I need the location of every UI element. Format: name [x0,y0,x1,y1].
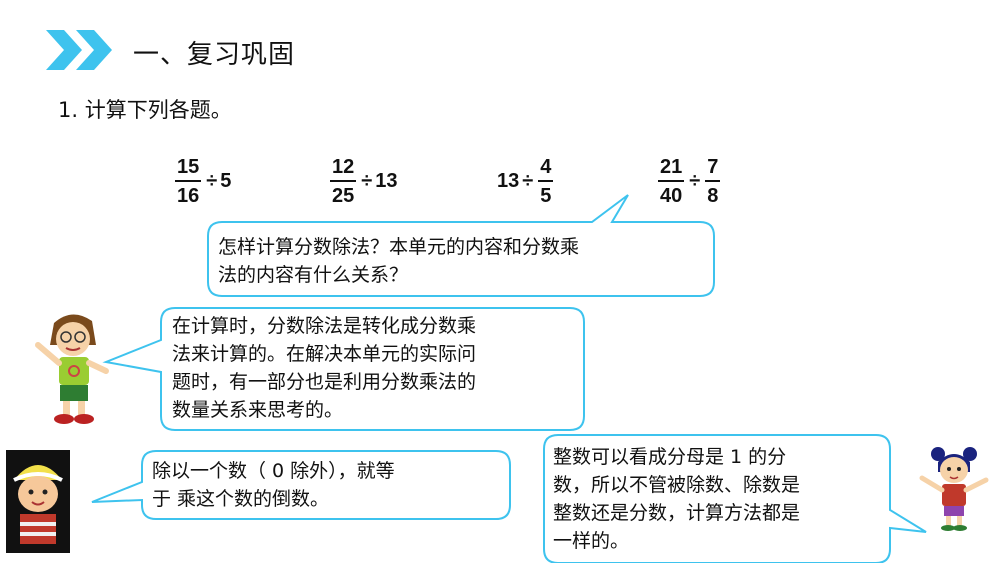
boy-bubble-text: 除以一个数（ 0 除外），就等 于 乘这个数的倒数。 [152,457,395,513]
question-bubble-shape [207,194,715,297]
right-bubble-text: 整数可以看成分母是 1 的分 数，所以不管被除数、除数是 整数还是分数，计算方法… [553,443,800,555]
section-title: 一、复习巩固 [133,40,296,70]
text-line: 数量关系来思考的。 [172,399,344,421]
expression-2: 12 25 ÷ 13 [328,153,397,209]
double-chevron-icon [46,30,112,70]
girl-bubble-text: 在计算时，分数除法是转化成分数乘 法来计算的。在解决本单元的实际问 题时，有一部… [172,312,476,424]
divide-sign: ÷ [206,169,218,192]
girl-with-pigtails-illustration [919,447,989,531]
text-line: 题时，有一部分也是利用分数乘法的 [172,371,477,393]
question-label: 1. 计算下列各题。 [58,98,232,122]
boy-bubble-shape [91,450,511,520]
denominator: 8 [707,184,719,207]
expression-4: 21 40 ÷ 7 8 [656,153,722,209]
expression-3: 13 ÷ 4 5 [497,153,555,209]
text-line: 整数还是分数，计算方法都是 [553,502,801,524]
numerator: 15 [175,157,202,182]
boy-with-cap-illustration [6,450,70,553]
text-line: 整数可以看成分母是 1 的分 [553,446,787,468]
question-bubble-text: 怎样计算分数除法？本单元的内容和分数乘 法的内容有什么关系？ [218,233,579,289]
text-line: 于 乘这个数的倒数。 [152,488,330,510]
denominator: 5 [540,184,552,207]
divisor: 13 [375,169,398,192]
numerator: 4 [538,157,554,182]
text-line: 除以一个数（ 0 除外），就等 [152,460,395,482]
girl-with-glasses-illustration [35,314,109,424]
fraction: 7 8 [705,157,721,207]
expression-1: 15 16 ÷ 5 [173,153,231,209]
fraction: 15 16 [175,157,202,207]
divisor: 5 [220,169,232,192]
text-line: 一样的。 [553,530,630,552]
denominator: 16 [177,184,200,207]
text-line: 在计算时，分数除法是转化成分数乘 [172,315,477,337]
text-line: 法的内容有什么关系？ [218,264,409,286]
text-line: 法来计算的。在解决本单元的实际问 [172,343,477,365]
numerator: 7 [705,157,721,182]
numerator: 21 [658,157,685,182]
divide-sign: ÷ [361,169,373,192]
divide-sign: ÷ [522,169,534,192]
denominator: 25 [332,184,355,207]
divide-sign: ÷ [689,169,701,192]
text-line: 怎样计算分数除法？本单元的内容和分数乘 [218,236,580,258]
numerator: 12 [330,157,357,182]
fraction: 21 40 [658,157,685,207]
fraction: 4 5 [538,157,554,207]
girl-bubble-shape [102,307,585,431]
denominator: 40 [660,184,683,207]
text-line: 数，所以不管被除数、除数是 [553,474,801,496]
dividend: 13 [497,169,520,192]
fraction: 12 25 [330,157,357,207]
